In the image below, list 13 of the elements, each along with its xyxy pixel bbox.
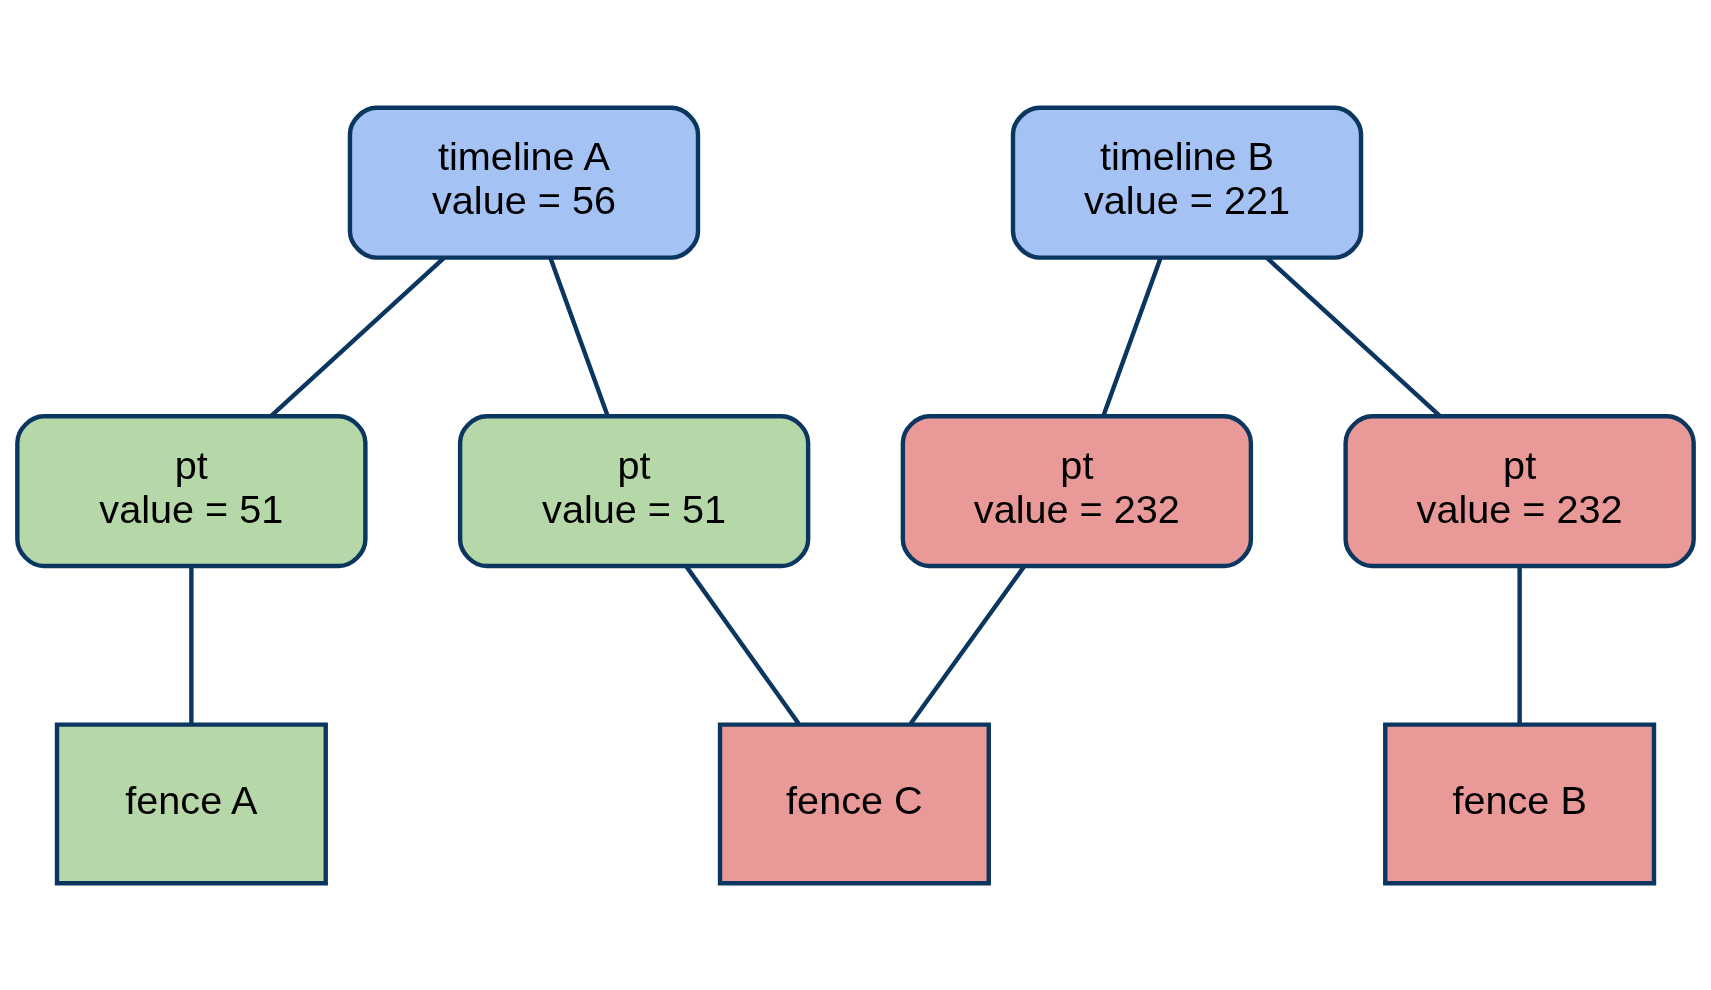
node-box: pt value = 51 xyxy=(457,413,811,568)
connector xyxy=(548,256,610,416)
node-box: pt value = 232 xyxy=(900,413,1254,568)
node-box: pt value = 51 xyxy=(15,413,368,568)
connector xyxy=(189,565,194,724)
node-box: timeline A value = 56 xyxy=(347,105,701,260)
node-box: fence C xyxy=(717,721,991,885)
node-box: fence A xyxy=(54,721,328,885)
node-box: fence B xyxy=(1383,721,1657,885)
connector xyxy=(1101,256,1163,416)
node-box: timeline B value = 221 xyxy=(1010,105,1364,260)
connector xyxy=(1517,565,1522,724)
node-box: pt value = 232 xyxy=(1343,413,1696,568)
